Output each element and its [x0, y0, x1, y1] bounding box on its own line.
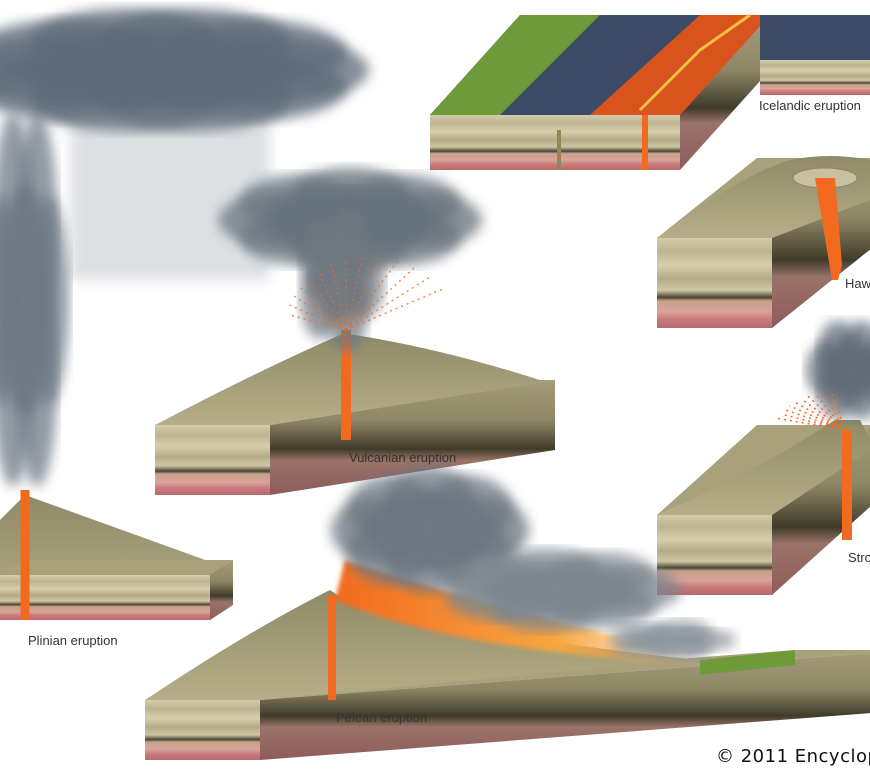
- hawaiian-conduit: [815, 178, 842, 280]
- icelandic-block-side-face: [680, 15, 770, 170]
- label-strombolian-eruption: Stro: [848, 550, 870, 565]
- pelean-conduit: [328, 595, 336, 700]
- pelean-ash-cloud-2: [483, 566, 637, 614]
- vulcanian-ejecta: [345, 257, 364, 331]
- vulcanian-ejecta: [345, 257, 381, 331]
- icelandic-lava-field: [590, 15, 770, 115]
- strombolian-cone: [657, 420, 870, 515]
- strombolian-ejecta: [830, 390, 846, 431]
- strombolian-ash-cloud: [822, 340, 870, 400]
- vulcanian-conduit: [341, 330, 351, 440]
- pelean-ash-cloud-3: [628, 628, 712, 652]
- plinian-ash-fall: [70, 110, 270, 280]
- hawaiian-block-front-strata: [657, 238, 772, 328]
- plinian-block-side-face: [210, 560, 233, 620]
- vulcanian-ash-column: [312, 238, 368, 322]
- copyright-notice: © 2011 Encyclop: [716, 746, 870, 767]
- vulcanian-ejecta: [298, 285, 347, 331]
- icelandic-old-dike: [557, 130, 561, 170]
- label-vulcanian-eruption: Vulcanian eruption: [349, 450, 457, 465]
- strombolian-ejecta: [780, 413, 846, 431]
- strombolian-conduit: [842, 430, 852, 540]
- icelandic-basalt-far: [760, 15, 870, 60]
- plinian-block-front-strata: [0, 575, 210, 620]
- vulcanian-ejecta: [306, 276, 347, 331]
- strombolian-ejecta: [784, 409, 846, 431]
- strombolian-ejecta: [807, 395, 846, 431]
- vulcanian-block-side-face: [270, 380, 555, 495]
- vulcanian-ejecta: [288, 313, 347, 331]
- label-hawaiian-eruption: Haw: [845, 276, 870, 291]
- label-icelandic-eruption: Icelandic eruption: [759, 98, 861, 113]
- plinian-block-top: [0, 560, 233, 575]
- label-pelean-eruption: Pelean eruption: [336, 710, 428, 725]
- vulcanian-ejecta: [292, 294, 347, 331]
- icelandic-block-front-strata: [430, 115, 680, 170]
- icelandic-fissure-line: [638, 13, 751, 112]
- vulcanian-ejecta: [317, 268, 347, 331]
- pelean-grass: [700, 650, 795, 675]
- vulcanian-cone: [155, 335, 555, 425]
- plinian-umbrella-cloud: [27, 34, 293, 106]
- pelean-block-side-face: [260, 653, 870, 760]
- strombolian-ejecta: [814, 393, 846, 431]
- pelean-ash-cloud: [367, 494, 493, 566]
- strombolian-ejecta: [822, 391, 846, 431]
- plinian-column: [0, 186, 53, 414]
- pelean-cone: [145, 590, 795, 700]
- vulcanian-block-front-strata: [155, 425, 270, 495]
- icelandic-grass: [430, 15, 600, 115]
- vulcanian-ejecta: [289, 304, 347, 331]
- vulcanian-ejecta: [345, 260, 399, 331]
- label-plinian-eruption: Plinian eruption: [28, 633, 118, 648]
- icelandic-far-strata: [760, 60, 870, 95]
- icelandic-dike: [642, 115, 648, 170]
- pelean-block-front-strata: [145, 700, 260, 760]
- strombolian-ejecta: [789, 405, 846, 431]
- plinian-conduit: [20, 490, 30, 620]
